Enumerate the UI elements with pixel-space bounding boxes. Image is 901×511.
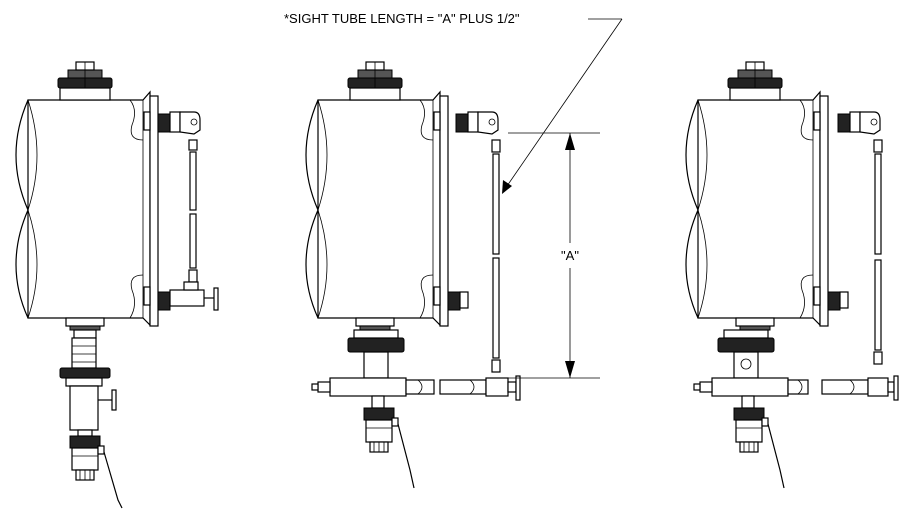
dimension-a-label: "A" [561,248,579,263]
callout-leader [502,18,623,194]
right-assembly-view [685,61,899,489]
sight-tube-callout: *SIGHT TUBE LENGTH = "A" PLUS 1/2" [284,11,520,26]
middle-assembly-view [305,61,600,489]
left-assembly-view [15,61,219,509]
